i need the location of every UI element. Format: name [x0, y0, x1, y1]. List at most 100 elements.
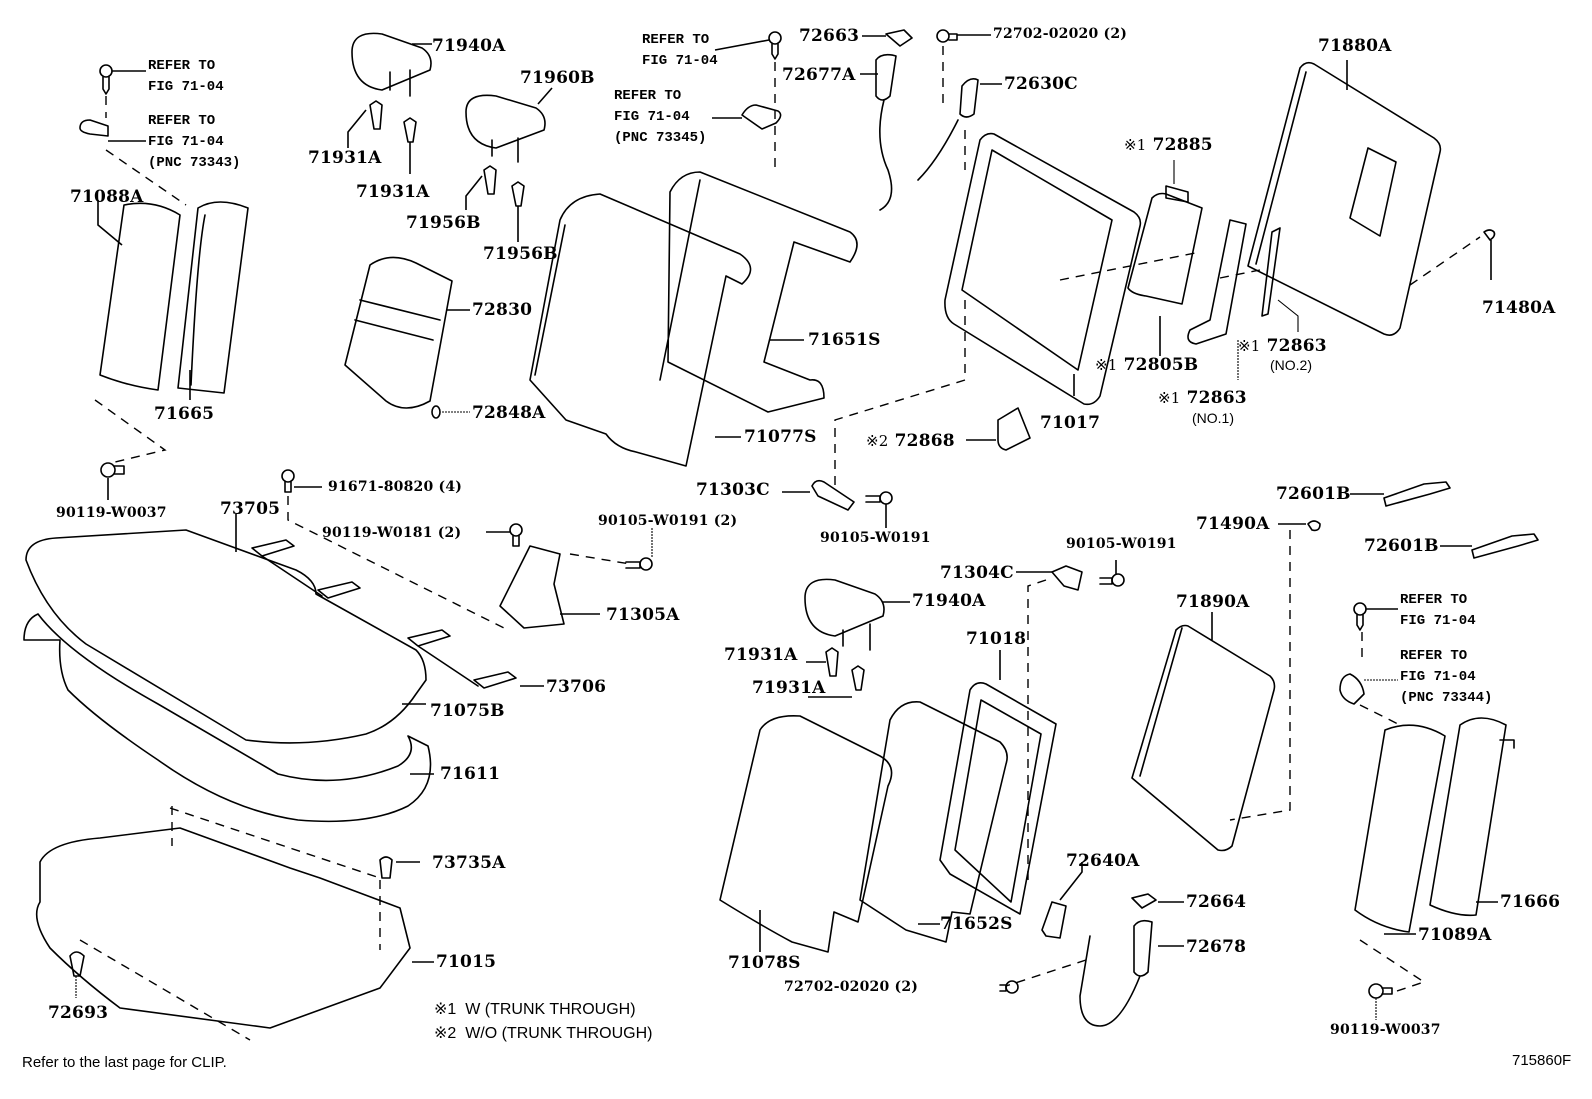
bolt-icon: [281, 469, 295, 493]
part-label[interactable]: 72663: [799, 26, 860, 46]
part-label[interactable]: 71088A: [70, 187, 144, 207]
clip-71490A: [1307, 520, 1321, 532]
seat-cushion-71075B: [25, 529, 427, 744]
part-label[interactable]: 72601B: [1276, 484, 1351, 504]
part-label[interactable]: 71015: [436, 952, 497, 972]
part-label[interactable]: 71890A: [1176, 592, 1250, 612]
part-label-with-note[interactable]: ※1 72805B: [1095, 357, 1198, 374]
part-label-with-note[interactable]: ※1 72863: [1238, 338, 1327, 355]
part-label[interactable]: 71089A: [1418, 925, 1492, 945]
leader-line: [806, 661, 852, 698]
ref-line: REFER TO: [614, 88, 682, 104]
nut-icon: [999, 980, 1019, 994]
part-label[interactable]: 71651S: [808, 330, 881, 350]
leader-line: [1059, 862, 1083, 901]
ref-line: FIG 71-04: [148, 134, 224, 150]
part-id: 72868: [894, 431, 955, 451]
part-label-with-note[interactable]: ※1 72863: [1158, 390, 1247, 407]
part-label[interactable]: 71305A: [606, 605, 680, 625]
part-label[interactable]: 72640A: [1066, 851, 1140, 871]
part-label[interactable]: 91671-80820 (4): [328, 479, 463, 495]
part-label[interactable]: 71960B: [520, 68, 595, 88]
ref-line: (PNC 73345): [614, 130, 707, 146]
leader-line: [1384, 901, 1498, 935]
part-label[interactable]: 90119-W0037: [1330, 1022, 1441, 1038]
part-label[interactable]: 90105-W0191 (2): [598, 513, 738, 529]
reference-note: REFER TO FIG 71-04 (PNC 73344): [1400, 646, 1492, 709]
part-label[interactable]: 71611: [440, 764, 501, 784]
part-label[interactable]: 71480A: [1482, 298, 1556, 318]
part-label[interactable]: 71078S: [728, 953, 801, 973]
part-label[interactable]: 71940A: [432, 36, 506, 56]
part-label[interactable]: 72702-02020 (2): [784, 979, 919, 995]
part-label[interactable]: 90105-W0191: [820, 530, 931, 546]
screw-icon: [768, 31, 782, 60]
note-mark: ※1: [1238, 337, 1261, 355]
assembly-line: [79, 939, 251, 1041]
seatback-cover-71078S: [719, 714, 893, 953]
part-label[interactable]: 73705: [220, 499, 281, 519]
guide-icon: [483, 165, 497, 195]
part-label[interactable]: 72693: [48, 1003, 109, 1023]
clip-72693: [69, 951, 85, 977]
clip-71480A: [1483, 229, 1496, 241]
assembly-line: [1359, 704, 1401, 726]
part-label[interactable]: 71880A: [1318, 36, 1392, 56]
seatback-cover-71077S: [529, 193, 752, 467]
part-label[interactable]: 71956B: [406, 213, 481, 233]
part-label[interactable]: 71490A: [1196, 514, 1270, 534]
part-label[interactable]: 72702-02020 (2): [993, 26, 1128, 42]
cap-72848A: [431, 405, 441, 419]
part-label[interactable]: 71077S: [744, 427, 817, 447]
part-label[interactable]: 90105-W0191: [1066, 536, 1177, 552]
part-label-with-note[interactable]: ※2 72868: [866, 433, 955, 450]
part-label[interactable]: 71666: [1500, 892, 1561, 912]
part-label[interactable]: 71931A: [724, 645, 798, 665]
part-label[interactable]: 72830: [472, 300, 533, 320]
assembly-line: [1409, 236, 1481, 286]
ref-line: (PNC 73344): [1400, 690, 1493, 706]
hook-73705: [251, 539, 361, 599]
part-label[interactable]: 72664: [1186, 892, 1247, 912]
assembly-line: [1059, 251, 1261, 281]
part-label[interactable]: 72848A: [472, 403, 546, 423]
part-label[interactable]: 71931A: [308, 148, 382, 168]
frame-71017: [944, 132, 1142, 406]
part-label[interactable]: 71931A: [356, 182, 430, 202]
leader-line: [347, 109, 411, 174]
clip-icon: [79, 119, 109, 137]
part-label[interactable]: 72678: [1186, 937, 1247, 957]
part-label[interactable]: 72677A: [782, 65, 856, 85]
leader-line: [759, 650, 1001, 952]
part-sublabel: (NO.1): [1192, 410, 1234, 426]
part-label[interactable]: 71018: [966, 629, 1027, 649]
part-label[interactable]: 73706: [546, 677, 607, 697]
part-label[interactable]: 71956B: [483, 244, 558, 264]
bolster-71089A: [1354, 724, 1446, 933]
part-label[interactable]: 90119-W0037: [56, 505, 167, 521]
part-label[interactable]: 72630C: [1004, 74, 1078, 94]
bolt-icon: [865, 491, 893, 505]
part-label[interactable]: 71665: [154, 404, 215, 424]
assembly-line: [834, 300, 966, 490]
part-label[interactable]: 71652S: [940, 914, 1013, 934]
part-label[interactable]: 71940A: [912, 591, 986, 611]
legend-text: W/O (TRUNK THROUGH): [465, 1025, 653, 1042]
part-label[interactable]: 71075B: [430, 701, 505, 721]
part-label[interactable]: 90119-W0181 (2): [322, 525, 462, 541]
part-label[interactable]: 71304C: [940, 563, 1014, 583]
part-label[interactable]: 71017: [1040, 413, 1101, 433]
headrest-71940A-lower: [804, 578, 885, 651]
part-label[interactable]: 72601B: [1364, 536, 1439, 556]
assembly-line: [287, 496, 509, 631]
bolt-icon: [1099, 573, 1125, 587]
note-mark: ※1: [1124, 136, 1147, 154]
part-label-with-note[interactable]: ※1 72885: [1124, 137, 1213, 154]
bolster-71666: [1429, 717, 1515, 917]
clip-72664: [1131, 893, 1157, 909]
part-label[interactable]: 71931A: [752, 678, 826, 698]
part-label[interactable]: 71303C: [696, 480, 770, 500]
guide-icon: [403, 117, 417, 143]
part-72863-no2: [1261, 227, 1281, 317]
part-label[interactable]: 73735A: [432, 853, 506, 873]
